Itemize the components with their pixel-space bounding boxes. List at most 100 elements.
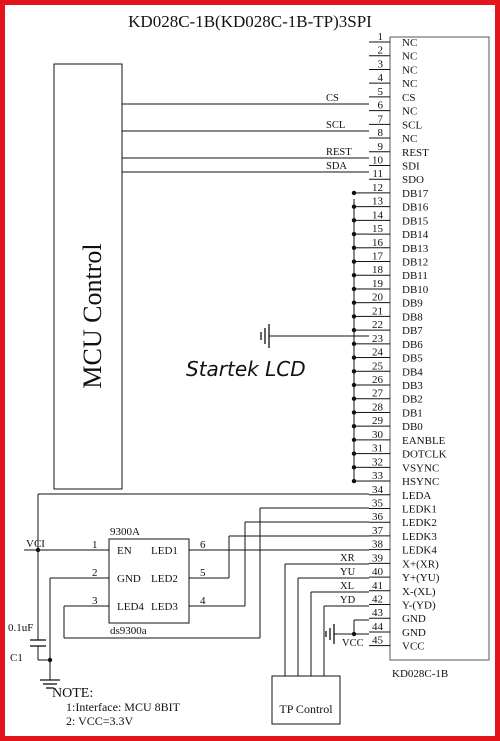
connector-pin-name: X-(XL): [402, 586, 436, 598]
connector-pin-number: 13: [372, 196, 384, 208]
signal-label-cs: CS: [326, 93, 339, 104]
connector-pin-number: 7: [378, 113, 384, 125]
connector-pin-number: 18: [372, 264, 384, 276]
connector-pin-number: 39: [372, 552, 384, 564]
connector-pin-number: 4: [378, 72, 384, 84]
connector-pin-name: SDI: [402, 160, 420, 172]
driver-pin-name: LED3: [151, 601, 178, 613]
connector-pin-name: DB13: [402, 243, 429, 255]
tp-signal-xr: XR: [340, 553, 355, 564]
connector-pin-name: Y-(YD): [402, 600, 436, 612]
connector-pin-number: 35: [372, 497, 384, 509]
touch-panel-wiring: XR YU XL YD VCC: [284, 553, 369, 676]
driver-pin-name: GND: [117, 573, 141, 585]
connector-pin-number: 24: [372, 347, 384, 359]
connector-pin-name: DB1: [402, 407, 423, 419]
connector-pin-name: X+(XR): [402, 558, 439, 570]
driver-ic-title: 9300A: [110, 526, 140, 538]
connector-pin-number: 25: [372, 360, 384, 372]
connector-pin-name: LEDA: [402, 490, 431, 502]
connector-pin-name: DB7: [402, 325, 423, 337]
brand-watermark: Startek LCD: [186, 357, 306, 381]
connector-pin-name: DOTCLK: [402, 449, 447, 461]
connector-pin-name: DB4: [402, 366, 423, 378]
driver-pin-name: LED2: [151, 573, 178, 585]
connector-pin-number: 23: [372, 333, 384, 345]
connector-pin-name: DB6: [402, 339, 423, 351]
driver-pin-number: 2: [92, 567, 98, 579]
tp-signal-xl: XL: [340, 581, 354, 592]
connector-pin-number: 9: [378, 141, 384, 153]
mcu-control-block: [53, 63, 123, 490]
connector-pin-number: 21: [372, 305, 383, 317]
tp-control-box: [271, 675, 341, 725]
connector-pin-name: NC: [402, 133, 417, 145]
connector-pin-number: 16: [372, 237, 384, 249]
connector-pin-number: 2: [378, 45, 384, 57]
connector-pin-number: 1: [378, 31, 384, 43]
note-header: NOTE:: [52, 686, 93, 701]
connector-pin-name: DB3: [402, 380, 423, 392]
connector-pin-number: 6: [378, 100, 384, 112]
connector-pin-number: 40: [372, 566, 384, 578]
connector-pin-number: 8: [378, 127, 384, 139]
connector-pin-number: 44: [372, 621, 384, 633]
vcc-label: VCC: [342, 638, 364, 649]
connector-pin-name: DB14: [402, 229, 429, 241]
connector-pin-name: DB15: [402, 215, 429, 227]
mcu-control-label: MCU Control: [78, 243, 107, 388]
connector-pin-number: 12: [372, 182, 383, 194]
connector-pin-number: 26: [372, 374, 384, 386]
connector-pin-name: CS: [402, 92, 415, 104]
connector-pin-number: 27: [372, 388, 384, 400]
signal-label-sda: SDA: [326, 161, 347, 172]
connector-pin-number: 34: [372, 484, 384, 496]
connector-pin-name: SCL: [402, 119, 422, 131]
connector-pin-name: NC: [402, 51, 417, 63]
schematic-title: KD028C-1B(KD028C-1B-TP)3SPI: [128, 12, 372, 31]
driver-pin-name: EN: [117, 545, 132, 557]
connector-pin-number: 11: [372, 168, 383, 180]
connector-pin-name: NC: [402, 106, 417, 118]
connector-pin-number: 10: [372, 154, 384, 166]
connector-pin-name: LEDK1: [402, 503, 437, 515]
connector-pin-number: 14: [372, 209, 384, 221]
connector-pin-number: 3: [378, 58, 384, 70]
tp-signal-yu: YU: [340, 567, 356, 578]
connector-pin-name: LEDK2: [402, 517, 437, 529]
connector-pin-name: HSYNC: [402, 476, 439, 488]
tp-signal-yd: YD: [340, 595, 356, 606]
connector-part-label: KD028C-1B: [392, 668, 448, 680]
capacitor-value: 0.1uF: [8, 622, 33, 634]
connector-pin-name: REST: [402, 147, 429, 159]
connector-pin-number: 19: [372, 278, 384, 290]
connector-pin-number: 28: [372, 401, 384, 413]
connector-pin-number: 20: [372, 292, 384, 304]
connector-pin-number: 15: [372, 223, 384, 235]
connector-pin-number: 32: [372, 456, 383, 468]
connector-pin-name: Y+(YU): [402, 572, 440, 584]
connector-pin-name: DB9: [402, 298, 423, 310]
driver-pin-name: LED4: [117, 601, 144, 613]
connector-pin-number: 42: [372, 594, 383, 606]
connector-pin-number: 45: [372, 635, 384, 647]
driver-pin-number: 5: [200, 567, 206, 579]
connector-pin-name: NC: [402, 78, 417, 90]
connector-pin-number: 41: [372, 580, 383, 592]
driver-pin-number: 3: [92, 595, 98, 607]
connector-pin-number: 38: [372, 539, 384, 551]
connector-pin-name: SDO: [402, 174, 424, 186]
driver-pin-number: 1: [92, 539, 98, 551]
driver-ic-box: [108, 538, 190, 624]
driver-pin-name: LED1: [151, 545, 178, 557]
tp-control-label: TP Control: [279, 702, 333, 716]
vci-label: VCI: [26, 538, 45, 550]
signal-label-rest: REST: [326, 147, 352, 158]
connector-pin-number: 37: [372, 525, 384, 537]
connector-pin-name: DB16: [402, 202, 429, 214]
connector-body: [389, 36, 490, 661]
connector-pin-name: DB10: [402, 284, 429, 296]
